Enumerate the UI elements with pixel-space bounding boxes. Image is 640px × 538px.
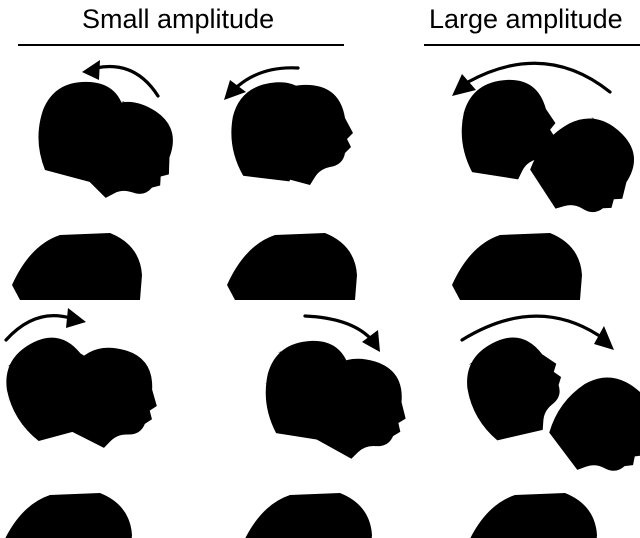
arrow-d	[6, 308, 86, 340]
arrow-f	[462, 316, 614, 350]
panel-label-b: B	[286, 262, 304, 291]
panel-label-e: E	[286, 507, 303, 536]
panel-label-a: A	[50, 262, 68, 291]
panel-a-illustration	[12, 82, 193, 300]
panel-c-illustration	[452, 75, 640, 300]
panel-label-d: D	[50, 507, 68, 536]
panel-f-illustration	[450, 321, 640, 538]
panel-d-illustration	[0, 321, 167, 538]
panel-e-illustration	[242, 336, 417, 538]
panel-label-c: C	[508, 262, 526, 291]
panel-label-f: F	[510, 507, 525, 536]
